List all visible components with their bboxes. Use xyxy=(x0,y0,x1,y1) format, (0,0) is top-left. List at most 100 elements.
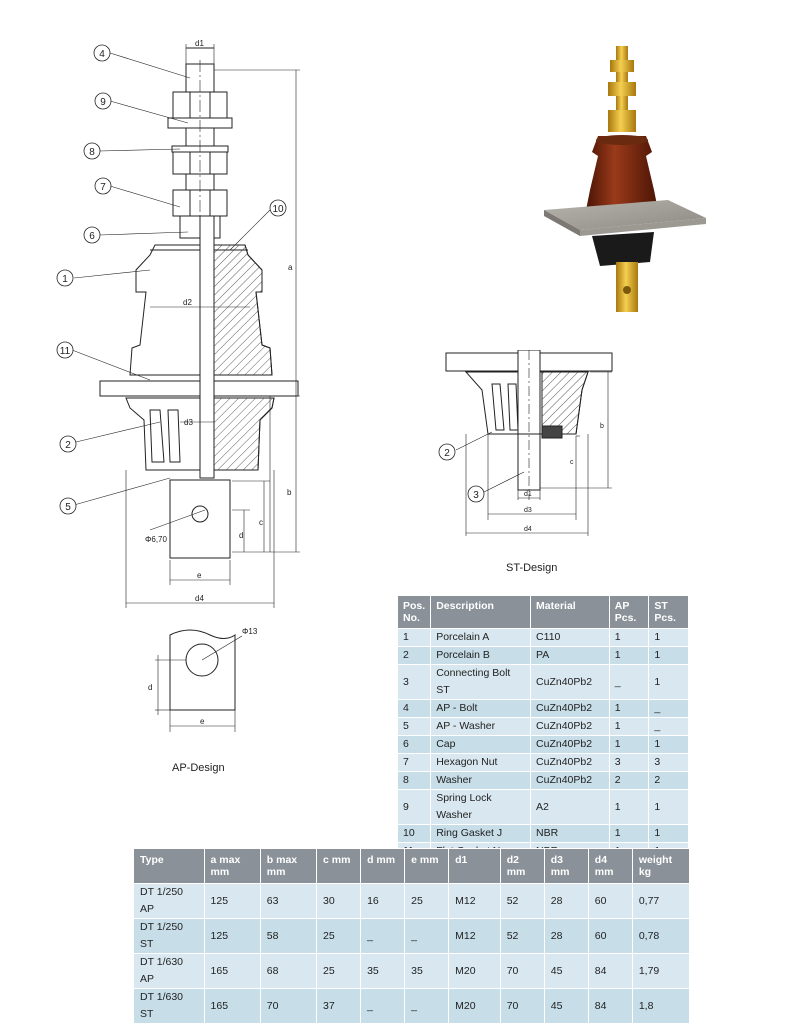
dim-detail-d: d xyxy=(148,683,152,692)
parts-table-cell: 2 xyxy=(396,646,432,665)
parts-table-cell: 3 xyxy=(396,664,432,700)
callout-6 xyxy=(83,226,101,244)
types-table-cell: 125 xyxy=(203,918,261,954)
types-table-cell: DT 1/630 ST xyxy=(133,988,205,1024)
types-table-cell: 68 xyxy=(259,953,318,989)
types-table-cell: 84 xyxy=(587,953,633,989)
st-dim-d1: d1 xyxy=(524,491,532,498)
types-table-cell: 0,77 xyxy=(631,883,691,919)
parts-table-cell: 1 xyxy=(648,824,689,843)
parts-table-cell: _ xyxy=(648,717,689,736)
caption-ap-design: AP-Design xyxy=(172,762,225,774)
types-table-cell: 30 xyxy=(316,883,362,919)
parts-table-cell: 6 xyxy=(396,735,432,754)
types-table-cell: 0,78 xyxy=(631,918,691,954)
types-table-cell: 58 xyxy=(259,918,318,954)
types-table-cell: 45 xyxy=(543,988,589,1024)
types-table-cell: 25 xyxy=(316,918,362,954)
types-table-cell: M12 xyxy=(448,883,501,919)
parts-table-cell: 1 xyxy=(648,646,689,665)
types-table-cell: 52 xyxy=(499,918,545,954)
ap-design-drawing: 4 9 8 7 6 1 10 11 2 5 d1 d2 d3 d4 a b c … xyxy=(56,39,300,608)
types-table-cell: 25 xyxy=(404,883,450,919)
parts-table-cell: _ xyxy=(648,699,689,718)
callout-label-2: 2 xyxy=(65,440,71,451)
types-table-cell: 35 xyxy=(404,953,450,989)
parts-table-cell: 3 xyxy=(648,753,689,772)
types-table-cell: 165 xyxy=(203,953,261,989)
types-table-cell: 60 xyxy=(587,918,633,954)
parts-table-cell: 7 xyxy=(396,753,432,772)
parts-table-cell: CuZn40Pb2 xyxy=(530,664,610,700)
types-table-cell: 45 xyxy=(543,953,589,989)
ap-lug-detail: Φ13 d e xyxy=(148,627,258,732)
parts-table-cell: C110 xyxy=(530,628,610,647)
parts-table-cell: 1 xyxy=(608,699,650,718)
st-callout-2 xyxy=(438,443,456,461)
parts-table-cell: 5 xyxy=(396,717,432,736)
parts-table-cell: Cap xyxy=(430,735,532,754)
types-table: Type a max mm b max mm c mm d mm e mm d1… xyxy=(133,848,691,1024)
types-table-cell: 16 xyxy=(360,883,406,919)
types-table-cell: 60 xyxy=(587,883,633,919)
types-table-cell: DT 1/250 AP xyxy=(133,883,205,919)
parts-table-cell: Ring Gasket J xyxy=(430,824,532,843)
parts-table-cell: 1 xyxy=(608,628,650,647)
dim-b: b xyxy=(287,488,292,497)
callout-9 xyxy=(94,92,112,110)
types-table-cell: 28 xyxy=(543,883,589,919)
parts-table-cell: Hexagon Nut xyxy=(430,753,532,772)
types-table-header-row: Type a max mm b max mm c mm d mm e mm d1… xyxy=(133,848,691,884)
types-table-cell: 70 xyxy=(499,953,545,989)
parts-table-cell: 3 xyxy=(608,753,650,772)
callout-1 xyxy=(56,269,74,287)
callout-10 xyxy=(269,199,287,217)
types-table-cell: 63 xyxy=(259,883,318,919)
parts-table-cell: 1 xyxy=(648,789,689,825)
types-header-e: e mm xyxy=(404,848,450,884)
parts-header-pos: Pos. No. xyxy=(396,595,432,629)
parts-header-st: ST Pcs. xyxy=(648,595,689,629)
parts-table-cell: CuZn40Pb2 xyxy=(530,753,610,772)
parts-table-cell: Porcelain B xyxy=(430,646,532,665)
types-table-cell: 25 xyxy=(316,953,362,989)
parts-table-cell: CuZn40Pb2 xyxy=(530,717,610,736)
parts-table-header-row: Pos. No. Description Material AP Pcs. ST… xyxy=(396,595,689,629)
types-table-cell: 125 xyxy=(203,883,261,919)
dim-phi13: Φ13 xyxy=(242,627,258,636)
parts-table-cell: 1 xyxy=(608,735,650,754)
callout-label-8: 8 xyxy=(89,147,95,158)
types-table-cell: M20 xyxy=(448,953,501,989)
st-dim-c: c xyxy=(570,459,574,466)
types-header-weight: weight kg xyxy=(631,848,691,884)
types-header-b: b max mm xyxy=(259,848,318,884)
product-render-image xyxy=(544,46,706,312)
callout-label-9: 9 xyxy=(100,97,106,108)
types-table-cell: M12 xyxy=(448,918,501,954)
types-table-cell: 165 xyxy=(203,988,261,1024)
st-dim-d4: d4 xyxy=(524,526,532,533)
parts-table-cell: NBR xyxy=(530,824,610,843)
types-table-cell: 37 xyxy=(316,988,362,1024)
parts-table-cell: AP - Bolt xyxy=(430,699,532,718)
parts-table-cell: 1 xyxy=(648,628,689,647)
types-table-cell: DT 1/250 ST xyxy=(133,918,205,954)
st-dim-b: b xyxy=(600,423,604,430)
callout-8 xyxy=(83,142,101,160)
st-design-drawing: 2 3 d1 d3 d4 b c xyxy=(438,350,613,536)
parts-table-cell: Washer xyxy=(430,771,532,790)
parts-table-cell: 1 xyxy=(608,717,650,736)
parts-table: Pos. No. Description Material AP Pcs. ST… xyxy=(396,595,689,861)
types-table-cell: 52 xyxy=(499,883,545,919)
parts-header-ap: AP Pcs. xyxy=(608,595,650,629)
dim-d: d xyxy=(239,531,243,540)
parts-table-cell: 1 xyxy=(396,628,432,647)
